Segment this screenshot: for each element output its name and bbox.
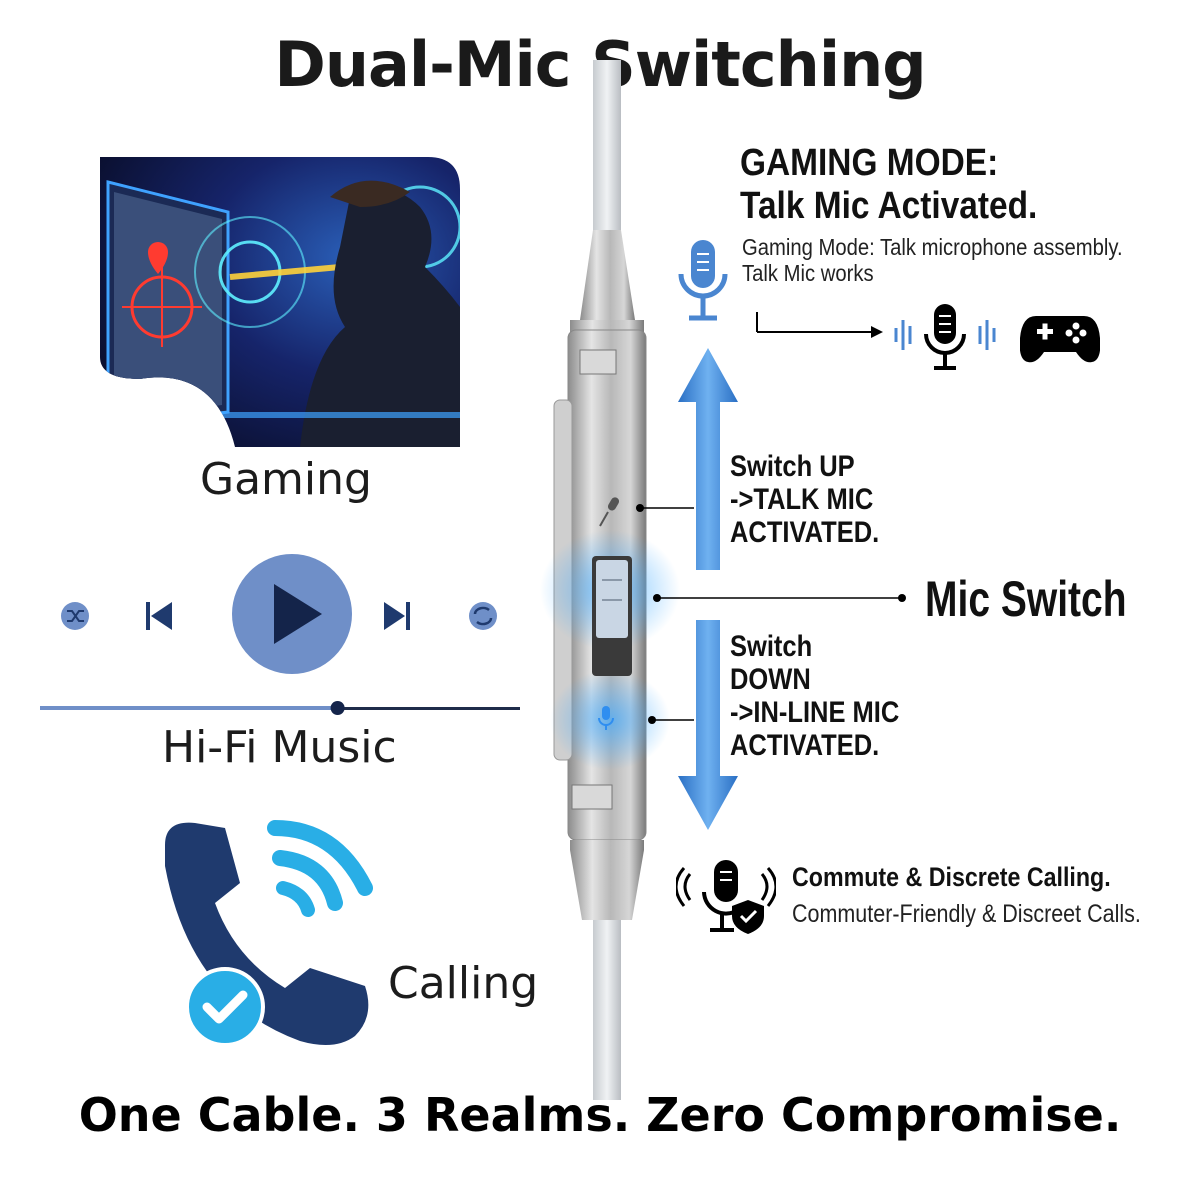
- cable-controller: [540, 60, 680, 1100]
- switch-down-line3: ->IN-LINE MIC: [730, 696, 900, 729]
- switch-up-line1: Switch UP: [730, 450, 855, 483]
- gaming-mode-title-line2: Talk Mic Activated.: [740, 185, 1038, 227]
- gaming-mode-desc-line1: Gaming Mode: Talk microphone assembly.: [742, 234, 1123, 260]
- gaming-label: Gaming: [200, 454, 372, 505]
- gaming-illustration: [100, 157, 460, 447]
- flow-arrow: [755, 310, 885, 340]
- gaming-mode-title: GAMING MODE: Talk Mic Activated.: [740, 142, 1037, 228]
- switch-down-line2: DOWN: [730, 663, 811, 696]
- next-icon[interactable]: [384, 602, 410, 630]
- calling-label: Calling: [388, 958, 539, 1009]
- switch-up-line2: ->TALK MIC: [730, 483, 874, 516]
- sound-mic-icon: [890, 300, 1000, 375]
- shuffle-icon[interactable]: [61, 602, 89, 630]
- switch-down-label: Switch DOWN ->IN-LINE MIC ACTIVATED.: [730, 630, 899, 762]
- music-label: Hi-Fi Music: [162, 722, 397, 773]
- commute-title: Commute & Discrete Calling.: [792, 862, 1111, 892]
- switch-up-label: Switch UP ->TALK MIC ACTIVATED.: [730, 450, 879, 549]
- switch-up-line3: ACTIVATED.: [730, 516, 880, 549]
- progress-fill: [40, 706, 338, 710]
- gaming-mode-desc-line2: Talk Mic works: [742, 260, 874, 286]
- secure-mic-icon: [674, 858, 778, 938]
- previous-icon[interactable]: [146, 602, 172, 630]
- mic-switch-label: Mic Switch: [925, 571, 1127, 627]
- check-badge-icon: [185, 967, 265, 1047]
- gaming-mode-description: Gaming Mode: Talk microphone assembly. T…: [742, 234, 1123, 286]
- switch-arrows: [630, 330, 920, 840]
- talk-mic-icon: [675, 238, 731, 328]
- switch-down-line4: ACTIVATED.: [730, 729, 880, 762]
- repeat-icon[interactable]: [469, 602, 497, 630]
- progress-knob[interactable]: [330, 701, 345, 715]
- phone-icon: [155, 800, 395, 1050]
- switch-down-line1: Switch: [730, 630, 813, 663]
- commute-subtitle: Commuter-Friendly & Discreet Calls.: [792, 900, 1141, 928]
- gamepad-icon: [1019, 310, 1101, 365]
- footer-tagline: One Cable. 3 Realms. Zero Compromise.: [78, 1088, 1122, 1142]
- play-icon[interactable]: [232, 554, 352, 674]
- gaming-mode-title-line1: GAMING MODE:: [740, 142, 999, 184]
- media-player: [30, 550, 530, 720]
